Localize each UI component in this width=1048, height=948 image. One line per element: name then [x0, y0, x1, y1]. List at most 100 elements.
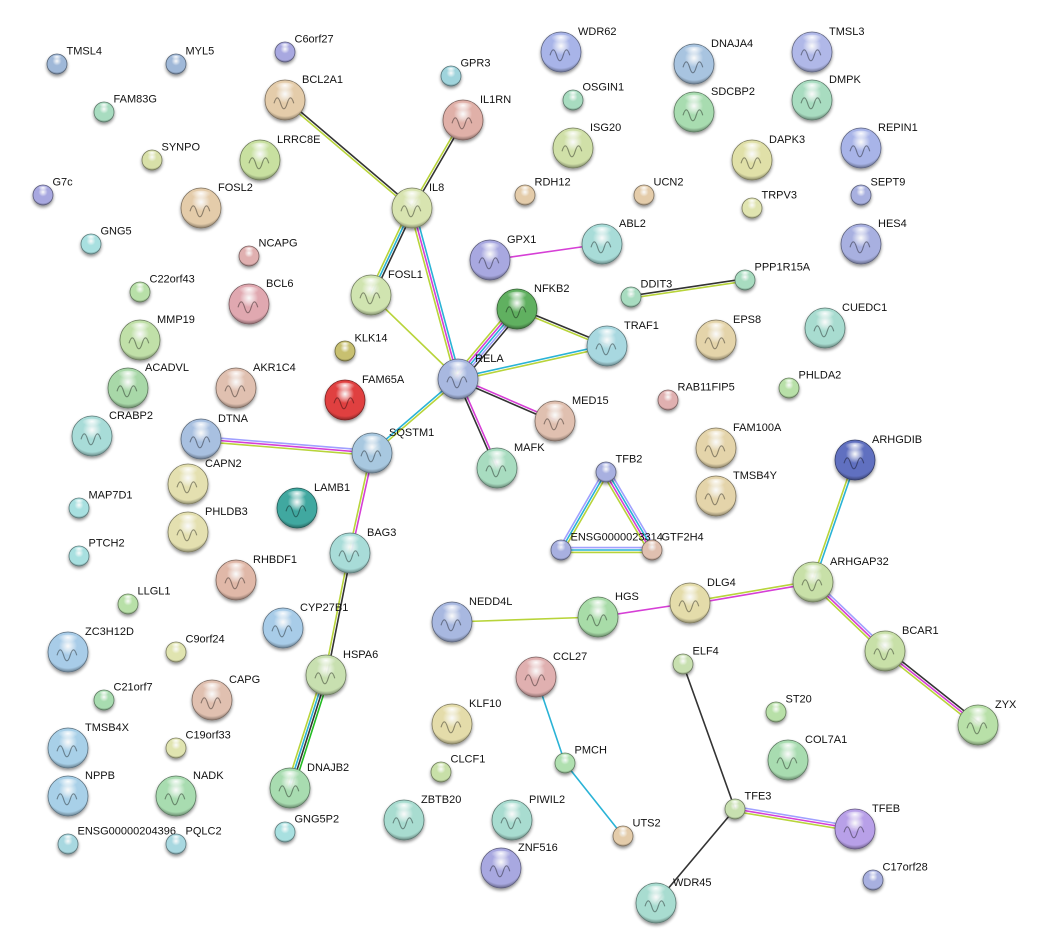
node-il1rn[interactable]: IL1RN — [442, 94, 511, 141]
node-wdr45[interactable]: WDR45 — [635, 877, 712, 924]
node-dapk3[interactable]: DAPK3 — [731, 134, 805, 181]
node-znf516[interactable]: ZNF516 — [480, 842, 558, 889]
node-g7c[interactable]: G7c — [32, 177, 73, 206]
node-arhgap32[interactable]: ARHGAP32 — [792, 556, 889, 603]
edge-tfe3-wdr45[interactable] — [655, 808, 736, 904]
node-ensg00000233144[interactable]: ENSG0000023314 — [550, 532, 663, 561]
node-cuedc1[interactable]: CUEDC1 — [804, 302, 887, 349]
node-traf1[interactable]: TRAF1 — [586, 320, 659, 367]
node-lamb1[interactable]: LAMB1 — [276, 482, 350, 529]
node-repin1[interactable]: REPIN1 — [840, 122, 918, 169]
node-abl2[interactable]: ABL2 — [581, 218, 646, 265]
node-arhgdib[interactable]: ARHGDIB — [834, 434, 922, 481]
node-sdcbp2[interactable]: SDCBP2 — [673, 86, 755, 133]
node-rdh12[interactable]: RDH12 — [514, 177, 571, 206]
node-akr1c4[interactable]: AKR1C4 — [215, 362, 296, 409]
node-sqstm1[interactable]: SQSTM1 — [351, 427, 434, 474]
node-ncapg[interactable]: NCAPG — [238, 238, 298, 267]
node-clcf1[interactable]: CLCF1 — [430, 754, 485, 783]
edge-arhgdib-arhgap32[interactable] — [811, 459, 857, 583]
node-tfb2[interactable]: TFB2 — [595, 454, 642, 483]
node-wdr62[interactable]: WDR62 — [540, 26, 617, 73]
node-fosl2[interactable]: FOSL2 — [180, 182, 253, 229]
node-fam65a[interactable]: FAM65A — [324, 374, 405, 421]
node-c22orf43[interactable]: C22orf43 — [129, 274, 195, 303]
edge-dtna-sqstm1[interactable] — [200, 435, 373, 457]
node-acadvl[interactable]: ACADVL — [107, 362, 189, 409]
node-nppb[interactable]: NPPB — [47, 770, 115, 817]
node-bag3[interactable]: BAG3 — [329, 527, 396, 574]
node-piwil2[interactable]: PIWIL2 — [491, 794, 565, 841]
node-hes4[interactable]: HES4 — [840, 218, 907, 265]
node-cyp27b1[interactable]: CYP27B1 — [262, 602, 348, 649]
node-elf4[interactable]: ELF4 — [672, 646, 719, 675]
node-bcl6[interactable]: BCL6 — [228, 278, 294, 325]
node-dmpk[interactable]: DMPK — [791, 74, 861, 121]
node-nedd4l[interactable]: NEDD4L — [431, 596, 512, 643]
node-gpx1[interactable]: GPX1 — [469, 234, 536, 281]
node-klf10[interactable]: KLF10 — [431, 698, 501, 745]
node-c21orf7[interactable]: C21orf7 — [93, 682, 153, 711]
edge-bag3-hspa6[interactable] — [324, 552, 352, 676]
node-c9orf24[interactable]: C9orf24 — [165, 634, 225, 663]
node-rhbdf1[interactable]: RHBDF1 — [215, 554, 297, 601]
node-isg20[interactable]: ISG20 — [552, 122, 621, 169]
node-tmsl3[interactable]: TMSL3 — [791, 26, 864, 73]
edge-pmch-uts2[interactable] — [564, 762, 624, 837]
node-ccl27[interactable]: CCL27 — [515, 651, 587, 698]
node-ucn2[interactable]: UCN2 — [633, 177, 683, 206]
node-map7d1[interactable]: MAP7D1 — [68, 490, 133, 519]
node-col7a1[interactable]: COL7A1 — [767, 734, 847, 781]
node-uts2[interactable]: UTS2 — [612, 818, 661, 847]
node-hspa6[interactable]: HSPA6 — [305, 649, 378, 696]
node-dlg4[interactable]: DLG4 — [669, 577, 736, 624]
node-hgs[interactable]: HGS — [577, 591, 639, 638]
edge-nedd4l-hgs[interactable] — [451, 616, 599, 623]
node-osgin1[interactable]: OSGIN1 — [562, 82, 624, 111]
node-capn2[interactable]: CAPN2 — [167, 458, 242, 505]
node-tmsl4[interactable]: TMSL4 — [46, 46, 102, 75]
node-tfe3[interactable]: TFE3 — [724, 791, 771, 820]
node-mafk[interactable]: MAFK — [476, 442, 545, 489]
node-phldb3[interactable]: PHLDB3 — [167, 506, 248, 553]
node-fosl1[interactable]: FOSL1 — [350, 269, 423, 316]
edge-ddit3-ppp1r15a[interactable] — [630, 278, 746, 299]
node-gng5[interactable]: GNG5 — [80, 226, 132, 255]
node-fam100a[interactable]: FAM100A — [695, 422, 782, 469]
node-fam83g[interactable]: FAM83G — [93, 94, 157, 123]
node-pqlc2[interactable]: PQLC2 — [165, 826, 222, 855]
node-pmch[interactable]: PMCH — [554, 745, 607, 774]
node-mmp19[interactable]: MMP19 — [119, 314, 195, 361]
node-c19orf33[interactable]: C19orf33 — [165, 730, 231, 759]
node-rela[interactable]: RELA — [437, 353, 504, 400]
node-gpr3[interactable]: GPR3 — [440, 58, 490, 87]
node-gtf2h4[interactable]: GTF2H4 — [641, 532, 704, 561]
node-dnaja4[interactable]: DNAJA4 — [673, 38, 753, 85]
node-trpv3[interactable]: TRPV3 — [741, 190, 797, 219]
node-crabp2[interactable]: CRABP2 — [71, 410, 153, 457]
node-klk14[interactable]: KLK14 — [334, 333, 388, 362]
node-ppp1r15a[interactable]: PPP1R15A — [734, 262, 811, 291]
edge-bcl2a1-il8[interactable] — [283, 98, 414, 210]
edge-elf4-tfe3[interactable] — [682, 663, 736, 810]
node-sept9[interactable]: SEPT9 — [850, 177, 905, 206]
node-lrrc8e[interactable]: LRRC8E — [239, 134, 320, 181]
node-nfkb2[interactable]: NFKB2 — [496, 283, 569, 330]
node-c17orf28[interactable]: C17orf28 — [862, 862, 928, 891]
node-gng5p2[interactable]: GNG5P2 — [274, 814, 339, 843]
node-tfeb[interactable]: TFEB — [834, 803, 900, 850]
node-bcl2a1[interactable]: BCL2A1 — [264, 74, 343, 121]
edge-rela-traf1[interactable] — [457, 344, 608, 381]
node-nadk[interactable]: NADK — [155, 770, 224, 817]
node-rab11fip5[interactable]: RAB11FIP5 — [657, 382, 735, 411]
node-eps8[interactable]: EPS8 — [695, 314, 761, 361]
edge-tfb2-gtf2h4[interactable] — [602, 469, 656, 553]
node-dnajb2[interactable]: DNAJB2 — [269, 762, 349, 809]
node-tmsb4y[interactable]: TMSB4Y — [695, 470, 778, 517]
node-med15[interactable]: MED15 — [534, 395, 609, 442]
node-tmsb4x[interactable]: TMSB4X — [47, 722, 130, 769]
node-phlda2[interactable]: PHLDA2 — [778, 370, 841, 399]
node-myl5[interactable]: MYL5 — [165, 46, 214, 75]
node-zbtb20[interactable]: ZBTB20 — [383, 794, 461, 841]
edge-tfb2-ensg00000233144[interactable] — [558, 470, 609, 552]
